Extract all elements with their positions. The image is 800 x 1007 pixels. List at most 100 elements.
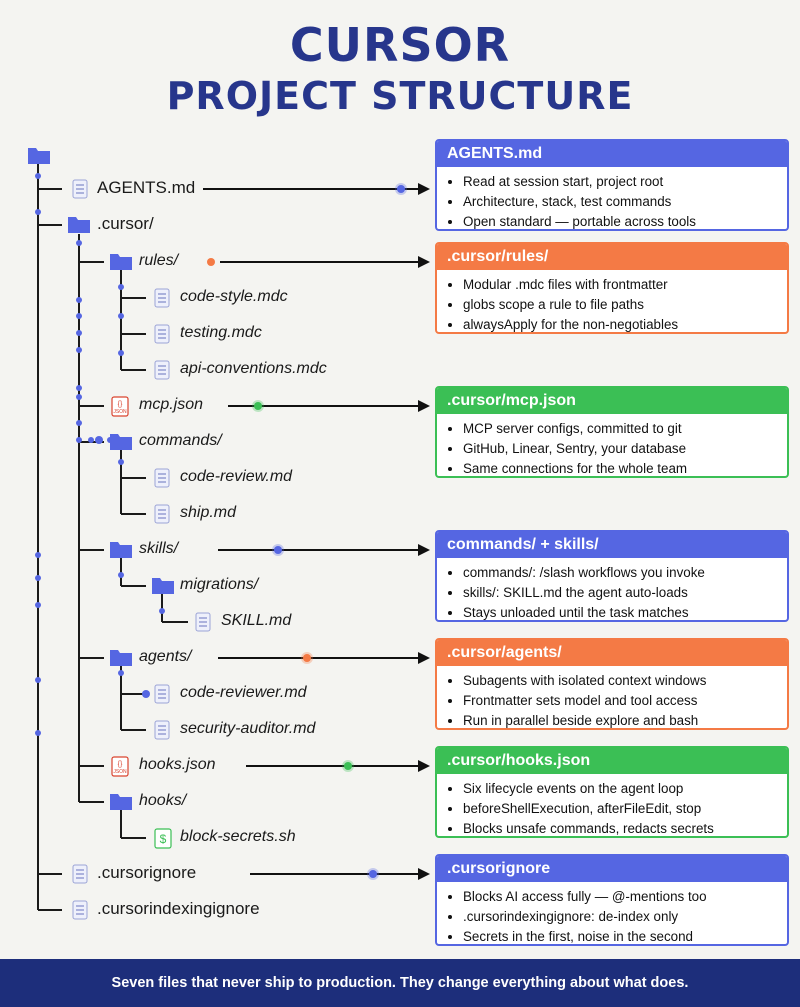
tree-label-skill-md: SKILL.md [221, 612, 292, 629]
connector-node [274, 546, 282, 554]
tree-dot [76, 313, 82, 319]
tree-dot [35, 575, 41, 581]
doc-icon [154, 504, 170, 524]
card-item: alwaysApply for the non-negotiables [463, 315, 787, 332]
folder-icon [68, 217, 90, 233]
svg-text:JSON: JSON [113, 409, 127, 415]
card-item: Architecture, stack, test commands [463, 192, 787, 212]
tree-dot [76, 330, 82, 336]
arrowhead-icon [418, 256, 430, 268]
tree-dot [76, 347, 82, 353]
tree-label-hooks-dir: hooks/ [139, 792, 187, 809]
tree-dot [76, 297, 82, 303]
card-item: Blocks unsafe commands, redacts secrets [463, 819, 787, 836]
svg-text:{}: {} [118, 761, 123, 768]
tree-label-hooks-json: hooks.json [139, 756, 216, 773]
connector-node [397, 185, 405, 193]
card-item: GitHub, Linear, Sentry, your database [463, 439, 787, 459]
card-item: Stays unloaded until the task matches [463, 603, 787, 620]
svg-text:$: $ [160, 832, 167, 846]
card-hooks-json: .cursor/hooks.json Six lifecycle events … [435, 746, 789, 838]
doc-icon [154, 288, 170, 308]
tree-dot [76, 394, 82, 400]
tree-dot [35, 173, 41, 179]
card-cursor-agents: .cursor/agents/ Subagents with isolated … [435, 638, 789, 730]
tree-dot [76, 420, 82, 426]
tree-label-rules-dir: rules/ [139, 252, 179, 269]
tree-dot [35, 677, 41, 683]
tree-label-cursorindexingignore: .cursorindexingignore [97, 899, 260, 918]
connector-node [369, 870, 377, 878]
tree-dot [159, 608, 165, 614]
card-title: .cursor/mcp.json [437, 388, 787, 414]
tree-dot [118, 572, 124, 578]
arrowhead-icon [418, 652, 430, 664]
tree-label-cursorignore: .cursorignore [97, 863, 197, 882]
card-item: commands/: /slash workflows you invoke [463, 563, 787, 583]
card-item: Frontmatter sets model and tool access [463, 691, 787, 711]
tree-dot [118, 284, 124, 290]
card-item: Read at session start, project root [463, 172, 787, 192]
folder-icon [110, 650, 132, 666]
folder-icon [110, 434, 132, 450]
tree-dot [118, 313, 124, 319]
arrowhead-icon [418, 400, 430, 412]
doc-icon [72, 864, 88, 884]
tree-label-testing: testing.mdc [180, 324, 262, 341]
card-item: Blocks AI access fully — @-mentions too [463, 887, 787, 907]
arrowhead-icon [418, 868, 430, 880]
card-title: AGENTS.md [437, 141, 787, 167]
arrowhead-icon [418, 544, 430, 556]
folder-icon [110, 794, 132, 810]
connector-node [303, 654, 311, 662]
tree-diagram: JSON{}JSON{}$ [28, 148, 430, 920]
svg-text:{}: {} [118, 401, 123, 408]
tree-dot [118, 670, 124, 676]
tree-dot [76, 437, 82, 443]
arrowhead-icon [418, 183, 430, 195]
tree-label-agents-md: AGENTS.md [97, 178, 196, 197]
card-title: .cursorignore [437, 856, 787, 882]
tree-label-migrations-dir: migrations/ [180, 576, 259, 593]
card-title: commands/ + skills/ [437, 532, 787, 558]
card-item: Open standard — portable across tools [463, 212, 787, 229]
title-line-2: PROJECT STRUCTURE [166, 74, 634, 118]
folder-icon [28, 148, 50, 164]
card-item: Six lifecycle events on the agent loop [463, 779, 787, 799]
doc-icon [72, 900, 88, 920]
tree-dot [118, 459, 124, 465]
tree-label-security-auditor: security-auditor.md [180, 720, 316, 737]
card-mcp-json: .cursor/mcp.json MCP server configs, com… [435, 386, 789, 478]
card-title: .cursor/rules/ [437, 244, 787, 270]
card-item: Modular .mdc files with frontmatter [463, 275, 787, 295]
card-item: globs scope a rule to file paths [463, 295, 787, 315]
script-file-icon: $ [154, 828, 172, 849]
tree-label-cursor-dir: .cursor/ [97, 214, 154, 233]
doc-icon [154, 360, 170, 380]
card-item: Secrets in the first, noise in the secon… [463, 927, 787, 944]
tree-dot [76, 240, 82, 246]
card-cursorignore: .cursorignore Blocks AI access fully — @… [435, 854, 789, 946]
tree-label-ship: ship.md [180, 504, 237, 521]
card-item: Subagents with isolated context windows [463, 671, 787, 691]
card-agents-md: AGENTS.md Read at session start, project… [435, 139, 789, 231]
tree-dot [35, 209, 41, 215]
doc-icon [72, 179, 88, 199]
tree-dot [35, 602, 41, 608]
doc-icon [154, 720, 170, 740]
card-item: Same connections for the whole team [463, 459, 787, 476]
tree-dot [118, 350, 124, 356]
tree-label-code-review: code-review.md [180, 468, 293, 485]
json-file-icon: JSON{} [111, 396, 129, 417]
folder-icon [110, 542, 132, 558]
folder-icon [152, 578, 174, 594]
tree-dot [35, 552, 41, 558]
doc-icon [154, 324, 170, 344]
card-item: Run in parallel beside explore and bash [463, 711, 787, 728]
json-file-icon: JSON{} [111, 756, 129, 777]
tree-label-mcp-json: mcp.json [139, 396, 204, 413]
tree-dot [142, 690, 150, 698]
card-commands-skills: commands/ + skills/ commands/: /slash wo… [435, 530, 789, 622]
tree-label-code-style: code-style.mdc [180, 288, 288, 305]
card-title: .cursor/hooks.json [437, 748, 787, 774]
